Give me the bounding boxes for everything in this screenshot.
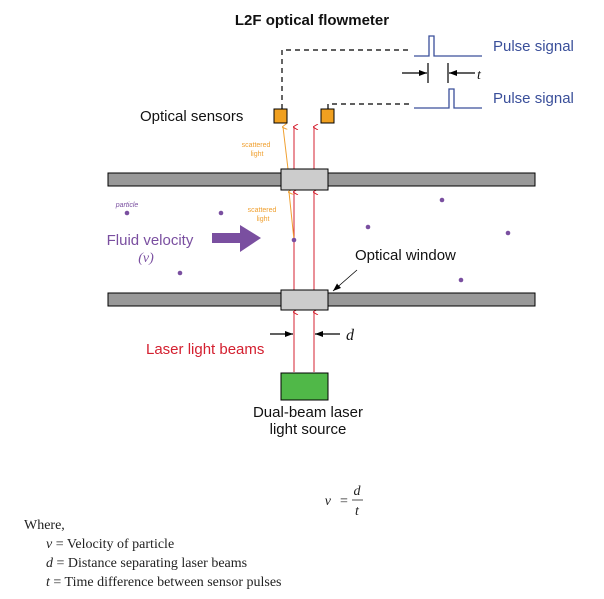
- equation-denominator: t: [355, 504, 360, 519]
- particle: [458, 277, 464, 283]
- optical-sensor-2: [320, 108, 335, 124]
- laser-light-source: [280, 372, 329, 401]
- sensor-1-signal-wire: [281, 49, 410, 109]
- distance-symbol: d: [346, 327, 355, 344]
- particle: [124, 210, 130, 216]
- variable-legend: Where, v = Velocity of particle d = Dist…: [24, 516, 281, 592]
- pulse-signal-label-1: Pulse signal: [493, 38, 574, 55]
- optical-window-label: Optical window: [355, 247, 456, 264]
- legend-item: d = Distance separating laser beams: [24, 554, 281, 573]
- laser-light-beams-label: Laser light beams: [146, 341, 264, 358]
- legend-text: = Time difference between sensor pulses: [53, 575, 282, 590]
- optical-window-bottom: [280, 289, 329, 311]
- equation-lhs: v: [325, 494, 332, 509]
- scattered-light-rays: [283, 127, 295, 241]
- velocity-equation: v = d t: [325, 484, 363, 519]
- optical-sensor-1: [273, 108, 288, 124]
- pulse-waveform-2: [414, 88, 482, 109]
- particle: [505, 230, 511, 236]
- pulse-waveform-1: [414, 35, 482, 57]
- particle-in-beam: [291, 237, 297, 243]
- particle: [218, 210, 224, 216]
- fluid-velocity-symbol: (v): [138, 251, 154, 266]
- equation-numerator: d: [354, 484, 362, 499]
- particle: [439, 197, 445, 203]
- legend-symbol: d: [46, 556, 53, 571]
- optical-window-top: [280, 168, 329, 191]
- light-source-label-line2: light source: [270, 421, 347, 438]
- legend-intro: Where,: [24, 518, 65, 533]
- time-dimension-marker: [402, 63, 475, 83]
- light-source-label-line1: Dual-beam laser: [253, 404, 363, 421]
- equation-equals: =: [340, 494, 348, 509]
- legend-item: t = Time difference between sensor pulse…: [24, 573, 281, 592]
- optical-window-pointer: [332, 269, 358, 292]
- legend-text: = Velocity of particle: [55, 537, 175, 552]
- laser-beams: [294, 127, 314, 372]
- fluid-velocity-label: Fluid velocity: [107, 232, 194, 249]
- diagram-title: L2F optical flowmeter: [235, 12, 389, 29]
- scattered-light-label-lower: scattered light: [248, 207, 279, 223]
- pulse-signal-label-2: Pulse signal: [493, 90, 574, 107]
- particles: [124, 197, 511, 283]
- legend-item: v = Velocity of particle: [24, 535, 281, 554]
- sensor-2-signal-wire: [327, 103, 410, 109]
- particle: [177, 270, 183, 276]
- time-symbol: t: [477, 68, 482, 83]
- optical-sensors-label: Optical sensors: [140, 108, 243, 125]
- particle: [365, 224, 371, 230]
- legend-symbol: t: [46, 575, 50, 590]
- particle-label: particle: [115, 202, 139, 209]
- scattered-light-label-upper: scattered light: [242, 142, 273, 158]
- flow-direction-arrow-icon: [212, 225, 261, 252]
- legend-text: = Distance separating laser beams: [56, 556, 248, 571]
- legend-symbol: v: [46, 537, 53, 552]
